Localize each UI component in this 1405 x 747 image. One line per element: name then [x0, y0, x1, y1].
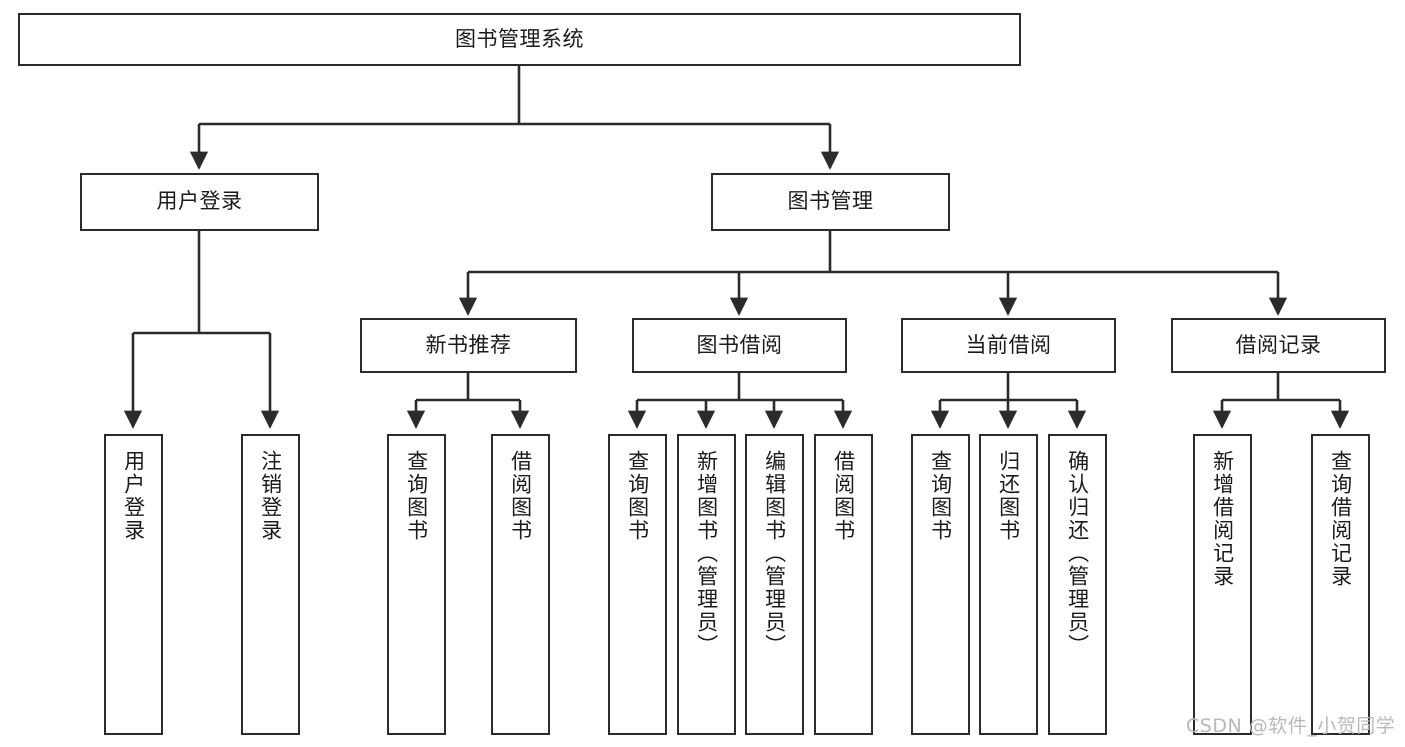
node-book-manage-label: 图书管理	[787, 189, 874, 214]
node-current-borrow-label: 当前借阅	[965, 332, 1052, 357]
node-book-manage[interactable]: 图书管理	[711, 173, 950, 231]
node-leaf-query-book-3-label: 查询图书	[928, 450, 953, 542]
node-leaf-add-record[interactable]: 新增借阅记录	[1193, 434, 1252, 735]
watermark: CSDN @软件_小贺同学	[1186, 715, 1396, 737]
node-leaf-query-book-2[interactable]: 查询图书	[608, 434, 667, 735]
node-user-login-label: 用户登录	[156, 189, 243, 214]
node-leaf-add-record-label: 新增借阅记录	[1210, 450, 1235, 588]
node-leaf-query-book-2-label: 查询图书	[625, 450, 650, 542]
node-leaf-borrow-book-2[interactable]: 借阅图书	[814, 434, 873, 735]
node-leaf-return-book[interactable]: 归还图书	[979, 434, 1038, 735]
node-current-borrow[interactable]: 当前借阅	[901, 318, 1116, 373]
node-leaf-add-book[interactable]: 新增图书（管理员）	[677, 434, 736, 735]
node-leaf-query-record-label: 查询借阅记录	[1328, 450, 1353, 588]
node-leaf-query-record[interactable]: 查询借阅记录	[1311, 434, 1370, 735]
node-leaf-confirm-return[interactable]: 确认归还（管理员）	[1048, 434, 1107, 735]
node-leaf-borrow-book-2-label: 借阅图书	[831, 450, 856, 542]
node-borrow-record-label: 借阅记录	[1235, 332, 1322, 357]
node-leaf-edit-book-label: 编辑图书（管理员）	[762, 450, 787, 657]
node-leaf-borrow-book-1[interactable]: 借阅图书	[491, 434, 550, 735]
node-leaf-return-book-label: 归还图书	[996, 450, 1021, 542]
node-leaf-edit-book[interactable]: 编辑图书（管理员）	[745, 434, 804, 735]
node-leaf-query-book-3[interactable]: 查询图书	[911, 434, 970, 735]
node-leaf-query-book-1-label: 查询图书	[404, 450, 429, 542]
node-leaf-user-login-label: 用户登录	[121, 450, 146, 542]
node-root-label: 图书管理系统	[455, 26, 584, 51]
node-leaf-borrow-book-1-label: 借阅图书	[508, 450, 533, 542]
node-leaf-add-book-label: 新增图书（管理员）	[694, 450, 719, 657]
node-leaf-logout-label: 注销登录	[258, 450, 283, 542]
node-user-login[interactable]: 用户登录	[80, 173, 319, 231]
node-book-borrow-label: 图书借阅	[696, 332, 783, 357]
node-leaf-query-book-1[interactable]: 查询图书	[387, 434, 446, 735]
node-leaf-user-login[interactable]: 用户登录	[104, 434, 163, 735]
node-new-book-recommend[interactable]: 新书推荐	[360, 318, 577, 373]
node-root[interactable]: 图书管理系统	[18, 13, 1021, 66]
node-new-book-recommend-label: 新书推荐	[425, 332, 512, 357]
node-borrow-record[interactable]: 借阅记录	[1171, 318, 1386, 373]
node-book-borrow[interactable]: 图书借阅	[632, 318, 847, 373]
node-leaf-confirm-return-label: 确认归还（管理员）	[1065, 450, 1090, 657]
node-leaf-logout[interactable]: 注销登录	[241, 434, 300, 735]
